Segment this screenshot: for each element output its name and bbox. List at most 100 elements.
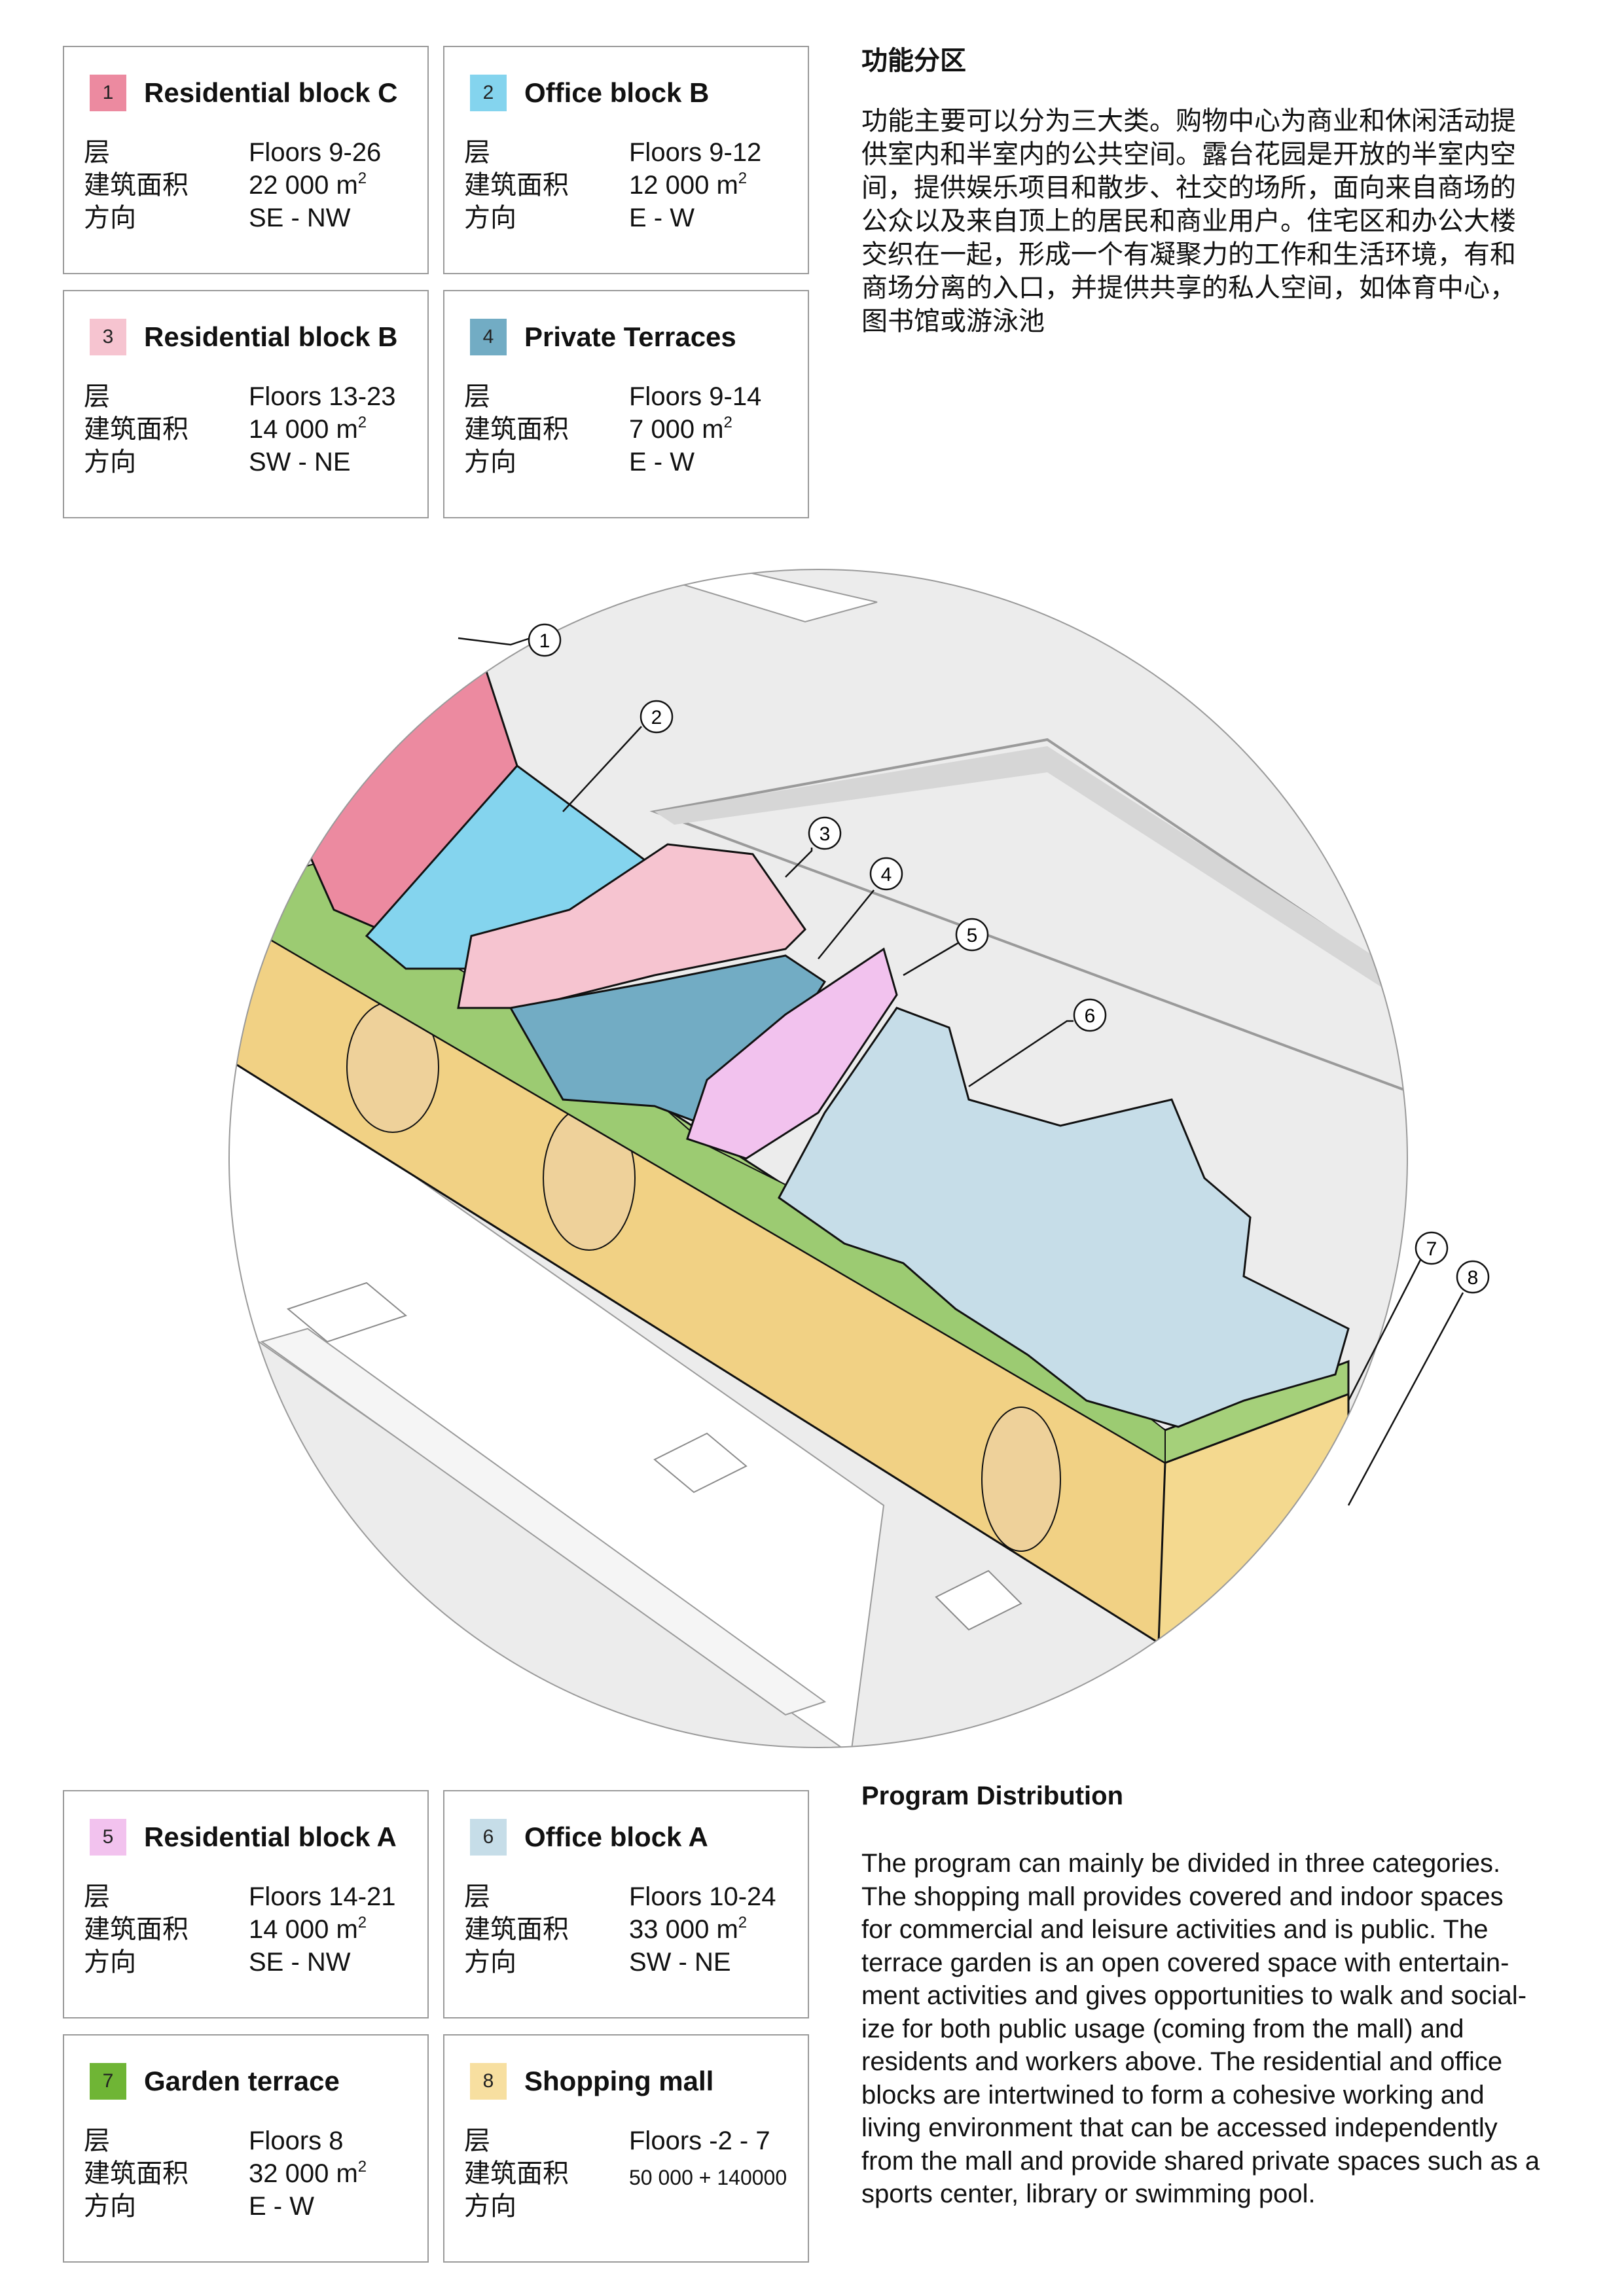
zh-line: 间，提供娱乐项目和散步、社交的场所，面向来自商场的 [861, 173, 1516, 203]
floors-label: 层 [84, 1882, 110, 1912]
area-value: 12 000 m2 [629, 169, 747, 202]
orientation-value: SE - NW [249, 204, 351, 232]
area-label: 建筑面积 [464, 170, 569, 200]
floors-label: 层 [464, 382, 490, 412]
road-band [229, 967, 885, 1748]
area-label: 建筑面积 [464, 414, 569, 444]
callout-2: 2 [640, 700, 674, 734]
area-value: 14 000 m2 [249, 413, 367, 446]
en-line: for commercial and leisure activities an… [861, 1915, 1489, 1944]
zh-line: 图书馆或游泳池 [861, 306, 1045, 336]
mall-entrance-void [981, 1407, 1061, 1552]
floors-label: 层 [464, 2126, 490, 2156]
callout-7: 7 [1415, 1231, 1449, 1265]
zh-line: 功能主要可以分为三大类。购物中心为商业和休闲活动提 [861, 106, 1516, 136]
area-value: 22 000 m2 [249, 169, 367, 202]
area-value: 7 000 m2 [629, 413, 732, 446]
callout-number: 5 [967, 925, 978, 946]
orientation-value: E - W [629, 448, 695, 476]
swatch-2: 2 [470, 75, 507, 111]
orientation-label: 方向 [84, 447, 136, 477]
floors-label: 层 [464, 137, 490, 168]
area-unit-sup: 2 [738, 1914, 748, 1931]
card-title: Shopping mall [524, 2066, 714, 2096]
callout-3: 3 [808, 816, 842, 850]
residential-block-a-volume [686, 947, 898, 1160]
callout-5: 5 [955, 918, 989, 952]
orientation-label: 方向 [464, 447, 516, 477]
crosswalk [935, 1570, 1022, 1631]
area-number: 14 000 m [249, 415, 358, 444]
area-unit-sup: 2 [357, 414, 367, 431]
en-line: blocks are intertwined to form a cohesiv… [861, 2080, 1485, 2109]
en-line: The program can mainly be divided in thr… [861, 1849, 1501, 1878]
area-value: 50 000 + 140000 [629, 2166, 787, 2189]
callout-number: 4 [881, 864, 892, 886]
callout-number: 2 [651, 707, 662, 728]
site-plan [229, 569, 1407, 1748]
orientation-label: 方向 [464, 2191, 516, 2221]
floors-value: Floors 10-24 [629, 1882, 776, 1911]
zh-paragraph: 功能主要可以分为三大类。购物中心为商业和休闲活动提 供室内和半室内的公共空间。露… [861, 105, 1575, 338]
area-value: 33 000 m2 [629, 1913, 747, 1946]
zh-line: 供室内和半室内的公共空间。露台花园是开放的半室内空 [861, 139, 1516, 170]
area-label: 建筑面积 [464, 1914, 569, 1945]
floors-label: 层 [84, 137, 110, 168]
crosswalk [286, 1282, 408, 1343]
floors-value: Floors 14-21 [249, 1882, 396, 1911]
office-block-a-volume [778, 1007, 1350, 1428]
swatch-6: 6 [470, 1819, 507, 1856]
callout-markers: 1 2 3 4 5 6 7 8 [528, 623, 1490, 1294]
callout-leaders [458, 637, 1464, 1506]
orientation-value: SW - NE [249, 448, 351, 476]
area-label: 建筑面积 [464, 2159, 569, 2189]
en-line: ment activities and gives opportunities … [861, 1981, 1527, 2010]
callout-number: 8 [1468, 1267, 1479, 1289]
axonometric-diagram: 1 2 3 4 5 6 7 8 [228, 569, 1490, 1748]
area-unit-sup: 2 [723, 414, 732, 431]
en-line: The shopping mall provides covered and i… [861, 1882, 1504, 1911]
orientation-value: E - W [629, 204, 695, 232]
card-title: Residential block C [144, 77, 398, 108]
area-number: 14 000 m [249, 1915, 358, 1944]
area-value: 32 000 m2 [249, 2157, 367, 2190]
en-line: terrace garden is an open covered space … [861, 1948, 1509, 1977]
road-lane [260, 1327, 827, 1716]
orientation-value: SW - NE [629, 1948, 731, 1977]
en-line: from the mall and provide shared private… [861, 2146, 1540, 2176]
orientation-value: SE - NW [249, 1948, 351, 1977]
en-line: ize for both public usage (coming from t… [861, 2014, 1464, 2043]
floors-value: Floors -2 - 7 [629, 2126, 770, 2155]
callout-1: 1 [528, 623, 562, 657]
callout-4: 4 [869, 857, 903, 891]
floors-value: Floors 9-26 [249, 138, 382, 167]
callout-number: 3 [820, 823, 831, 845]
card-title: Garden terrace [144, 2066, 340, 2096]
swatch-4: 4 [470, 319, 507, 355]
card-title: Office block A [524, 1821, 708, 1852]
card-title: Residential block B [144, 321, 398, 352]
area-number: 32 000 m [249, 2159, 358, 2188]
orientation-label: 方向 [84, 203, 136, 233]
area-unit-sup: 2 [357, 1914, 367, 1931]
card-title: Private Terraces [524, 321, 736, 352]
swatch-7: 7 [90, 2063, 126, 2100]
en-paragraph: The program can mainly be divided in thr… [861, 1847, 1595, 2211]
crosswalk [653, 1432, 748, 1494]
en-line: sports center, library or swimming pool. [861, 2179, 1316, 2208]
swatch-1: 1 [90, 75, 126, 111]
en-section-title: Program Distribution [861, 1782, 1124, 1810]
area-label: 建筑面积 [84, 1914, 189, 1945]
card-title: Office block B [524, 77, 710, 108]
diagram-circle-frame [228, 569, 1408, 1748]
area-value: 14 000 m2 [249, 1913, 367, 1946]
callout-number: 7 [1426, 1238, 1437, 1260]
